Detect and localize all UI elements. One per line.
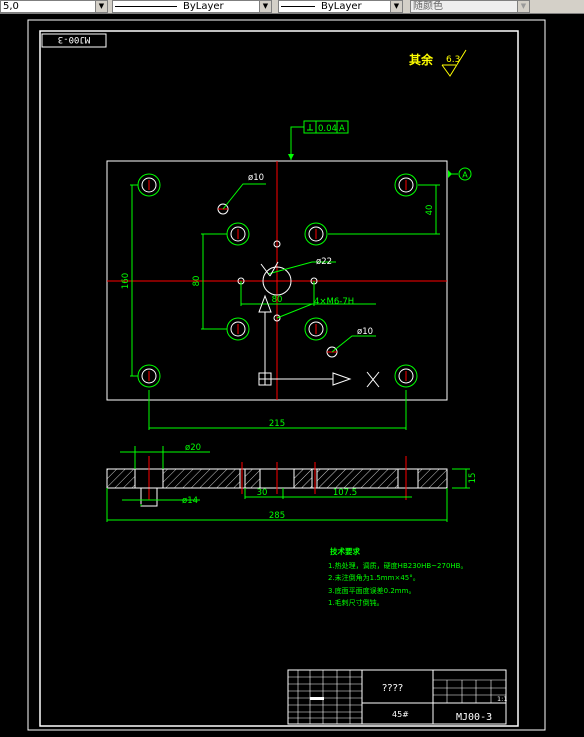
- properties-toolbar: 5,0 ▼ ByLayer ▼ ByLayer ▼ 随颜色 ▼: [0, 0, 584, 14]
- notes-title: 技术要求: [330, 546, 360, 556]
- chevron-down-icon[interactable]: ▼: [517, 1, 529, 12]
- linetype-swatch: [115, 5, 177, 7]
- inner-hole-tl: [226, 222, 250, 246]
- roughness-prefix: 其余: [409, 52, 434, 67]
- notes-line-4: 1.毛刺尺寸倒钝。: [328, 598, 384, 607]
- plate-section-view: ø20 ø14 30 107.5 15 285: [106, 443, 478, 522]
- lineweight-value: ByLayer: [321, 1, 362, 12]
- roughness-note: 其余 6.3: [409, 49, 467, 77]
- dim-lines: [130, 184, 440, 430]
- dim-dia10-bottom: ø10: [357, 327, 373, 337]
- flatness-tolerance-frame: 0.04 A: [288, 120, 349, 160]
- flatness-datum: A: [339, 124, 345, 134]
- plotstyle-dropdown[interactable]: 随颜色 ▼: [410, 0, 530, 13]
- plate-top-view: ø10 ø22 4×M6-7H ø10 40 160 80 80 215: [106, 160, 448, 430]
- title-block-material: 45#: [392, 710, 409, 719]
- dim-215: 215: [269, 419, 285, 429]
- corner-hole-bl: [137, 364, 161, 388]
- linetype-value: ByLayer: [183, 1, 224, 12]
- linetype-dropdown[interactable]: ByLayer ▼: [112, 0, 272, 13]
- rotated-code-text: MJ00-3: [58, 34, 91, 44]
- dim-dia22: ø22: [316, 257, 332, 267]
- center-bore: [262, 266, 292, 296]
- ucs-icon: [258, 261, 380, 388]
- dim-15: 15: [468, 473, 478, 484]
- roughness-value: 6.3: [446, 55, 460, 65]
- dim-40: 40: [425, 205, 435, 216]
- drawing-canvas[interactable]: MJ00-3 其余 6.3 0.04 A A: [0, 14, 584, 737]
- dim-160: 160: [121, 273, 131, 289]
- plotstyle-value: 随颜色: [413, 1, 443, 12]
- inner-hole-br: [304, 317, 328, 341]
- dim-dia14: ø14: [182, 496, 198, 506]
- inner-hole-tr: [304, 222, 328, 246]
- title-block-part-name: ????: [382, 683, 403, 694]
- inner-hole-bl: [226, 317, 250, 341]
- drawing-border: [27, 19, 546, 731]
- technical-requirements: 技术要求 1.热处理，调质，硬度HB230HB~270HB。 2.未注倒角为1.…: [328, 546, 467, 607]
- coordinate-dropdown[interactable]: 5,0 ▼: [0, 0, 108, 13]
- notes-line-3: 3.底面平面度误差0.2mm。: [328, 586, 415, 595]
- dim-80-horizontal: 80: [272, 295, 283, 305]
- coordinate-value: 5,0: [3, 1, 19, 12]
- dim-dia10-top: ø10: [248, 173, 264, 183]
- chevron-down-icon[interactable]: ▼: [259, 1, 271, 12]
- lineweight-dropdown[interactable]: ByLayer ▼: [278, 0, 403, 13]
- dim-285: 285: [269, 511, 285, 521]
- chevron-down-icon[interactable]: ▼: [95, 1, 107, 12]
- lineweight-swatch: [281, 5, 315, 7]
- dim-thread: 4×M6-7H: [314, 297, 354, 307]
- title-block-drawing-number: MJ00-3: [456, 712, 492, 723]
- notes-line-2: 2.未注倒角为1.5mm×45°。: [328, 573, 420, 582]
- rotated-code-box: MJ00-3: [41, 33, 107, 48]
- notes-line-1: 1.热处理，调质，硬度HB230HB~270HB。: [328, 561, 467, 570]
- dim-80-vertical: 80: [192, 276, 202, 287]
- corner-hole-tr: [394, 173, 418, 197]
- flatness-value: 0.04: [318, 124, 337, 134]
- title-block: ???? 45# 1:1 MJ00-3: [287, 669, 507, 725]
- title-block-scale: 1:1: [497, 695, 507, 703]
- corner-hole-tl: [137, 173, 161, 197]
- datum-symbol: A: [448, 167, 472, 181]
- corner-hole-br: [394, 364, 418, 388]
- datum-symbol-label: A: [462, 171, 468, 180]
- chevron-down-icon[interactable]: ▼: [390, 1, 402, 12]
- dim-dia20: ø20: [185, 443, 201, 453]
- dim-30: 30: [257, 488, 268, 498]
- leaders: [222, 183, 376, 353]
- dim-107-5: 107.5: [333, 488, 357, 498]
